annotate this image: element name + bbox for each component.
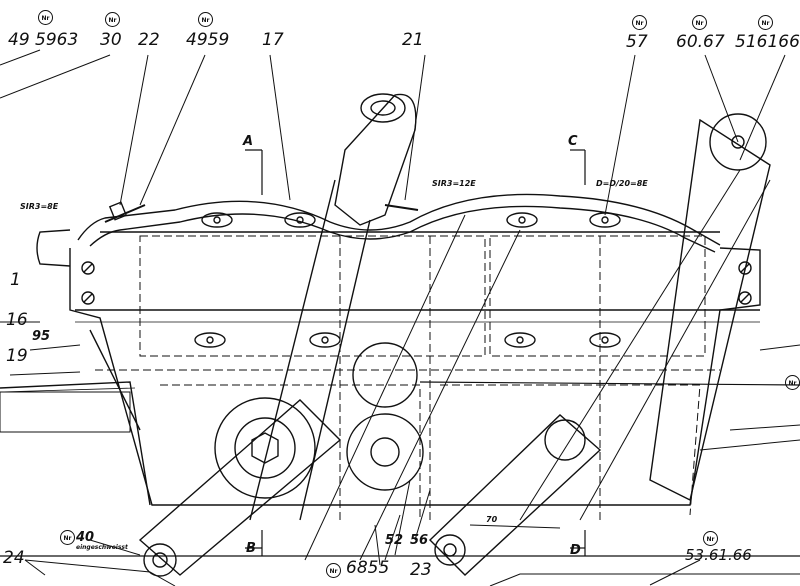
marker-nr-3: Nr <box>198 12 213 27</box>
part-label-49-5963: 49 5963 <box>8 30 79 50</box>
marker-nr-1: Nr <box>38 10 53 25</box>
part-label-1: 1 <box>10 270 21 290</box>
weld-note-middle: SIR3=12E <box>432 179 476 188</box>
part-label-57: 57 <box>626 32 648 52</box>
weld-note-right: D=D/20=8E <box>596 179 648 188</box>
marker-nr-2: Nr <box>105 12 120 27</box>
part-label-16: 16 <box>6 310 28 330</box>
center-wheel-upper <box>353 343 417 407</box>
marker-nr-9: Nr <box>703 531 718 546</box>
part-label-53-61-66: 53.61.66 <box>685 546 752 564</box>
cover-inner <box>90 206 715 252</box>
note-welded-in: eingeschweisst <box>76 544 128 551</box>
center-wheel-lower <box>347 414 423 490</box>
part-label-4959: 4959 <box>186 30 230 50</box>
right-pivot <box>435 535 465 565</box>
part-label-60-67: 60.67 <box>676 32 725 52</box>
upper-arm <box>335 94 416 225</box>
part-label-17: 17 <box>262 30 284 50</box>
part-label-6855: 6855 <box>346 558 390 578</box>
cover-outline <box>78 194 720 245</box>
pipe <box>37 230 70 266</box>
part-label-56: 56 <box>410 533 429 548</box>
part-label-19: 19 <box>6 346 28 366</box>
lower-frame <box>0 382 150 505</box>
cover-bolts <box>195 213 620 347</box>
housing-outline <box>70 248 760 505</box>
right-arm-pivot <box>710 114 766 170</box>
part-label-24: 24 <box>3 548 25 568</box>
part-label-516166: 516166 <box>735 32 800 52</box>
right-arm <box>650 120 770 500</box>
part-label-30: 30 <box>100 30 122 50</box>
section-label-b: B <box>246 541 256 556</box>
part-label-52: 52 <box>385 533 404 548</box>
left-pivot <box>144 544 176 576</box>
weld-note-left: SIR3=8E <box>20 202 59 211</box>
section-label-c: C <box>568 134 578 149</box>
part-label-95: 95 <box>32 329 51 344</box>
section-label-a: A <box>243 134 254 149</box>
part-label-22: 22 <box>138 30 160 50</box>
right-lever <box>430 415 600 575</box>
marker-nr-7: Nr <box>60 530 75 545</box>
marker-nr-4: Nr <box>632 15 647 30</box>
part-label-40: 40 <box>76 530 95 545</box>
section-label-d: D <box>570 543 581 558</box>
marker-nr-5: Nr <box>692 15 707 30</box>
part-label-21: 21 <box>402 30 424 50</box>
part-label-23: 23 <box>410 560 432 580</box>
marker-nr-8: Nr <box>326 563 341 578</box>
side-screws <box>82 262 751 304</box>
drive-wheel-left <box>215 398 315 498</box>
marker-nr-10: Nr <box>785 375 800 390</box>
marker-nr-6: Nr <box>758 15 773 30</box>
dimension-70: 70 <box>486 515 498 524</box>
